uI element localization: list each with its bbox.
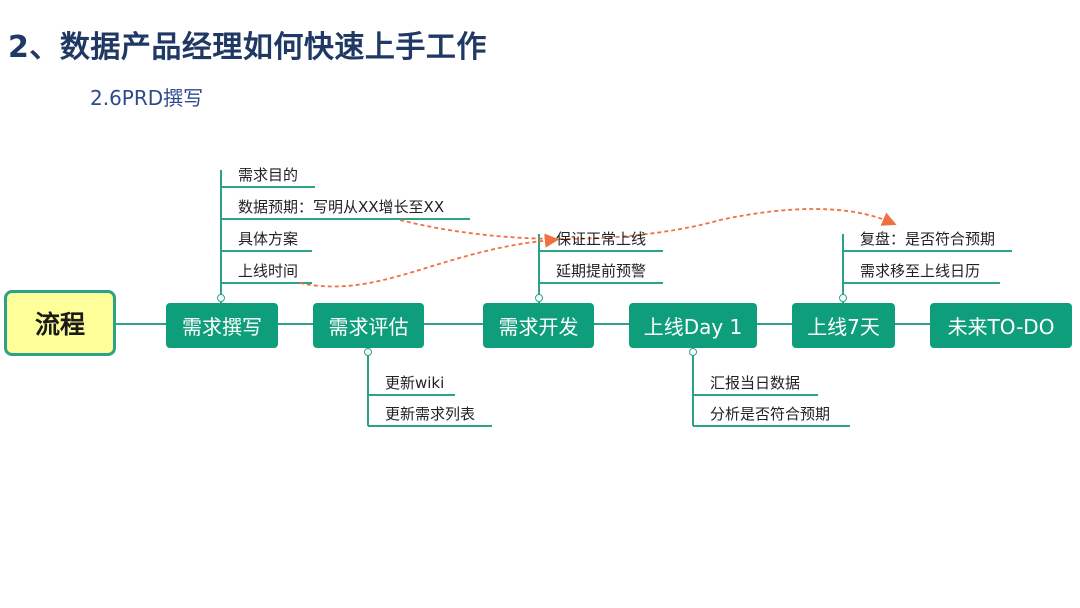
page-title: 2、数据产品经理如何快速上手工作 xyxy=(8,30,487,65)
collapse-knob-day1[interactable] xyxy=(689,348,697,356)
stage-node-development[interactable]: 需求开发 xyxy=(483,303,594,348)
leaf-day7-calendar[interactable]: 需求移至上线日历 xyxy=(860,262,981,280)
stage-node-future[interactable]: 未来TO-DO xyxy=(930,303,1072,348)
leaf-evaluation-wiki[interactable]: 更新wiki xyxy=(385,374,445,392)
leaf-day7-review[interactable]: 复盘：是否符合预期 xyxy=(860,230,996,248)
leaf-writing-launch-time[interactable]: 上线时间 xyxy=(238,262,299,280)
stage-node-day1[interactable]: 上线Day 1 xyxy=(629,303,757,348)
leaf-evaluation-list[interactable]: 更新需求列表 xyxy=(385,405,476,423)
leaf-writing-expectation[interactable]: 数据预期：写明从XX增长至XX xyxy=(238,198,445,216)
root-node[interactable]: 流程 xyxy=(4,290,116,356)
stage-node-writing[interactable]: 需求撰写 xyxy=(166,303,278,348)
collapse-knob-evaluation[interactable] xyxy=(364,348,372,356)
leaf-writing-plan[interactable]: 具体方案 xyxy=(238,230,299,248)
stage-node-day7[interactable]: 上线7天 xyxy=(792,303,895,348)
page-subtitle: 2.6PRD撰写 xyxy=(90,86,204,110)
collapse-knob-writing[interactable] xyxy=(217,294,225,302)
leaf-development-warning[interactable]: 延期提前预警 xyxy=(556,262,647,280)
leaf-day1-report[interactable]: 汇报当日数据 xyxy=(710,374,801,392)
leaf-day1-analysis[interactable]: 分析是否符合预期 xyxy=(710,405,831,423)
collapse-knob-development[interactable] xyxy=(535,294,543,302)
stage-node-evaluation[interactable]: 需求评估 xyxy=(313,303,424,348)
leaf-development-launch[interactable]: 保证正常上线 xyxy=(556,230,647,248)
leaf-writing-goal[interactable]: 需求目的 xyxy=(238,166,299,184)
collapse-knob-day7[interactable] xyxy=(839,294,847,302)
